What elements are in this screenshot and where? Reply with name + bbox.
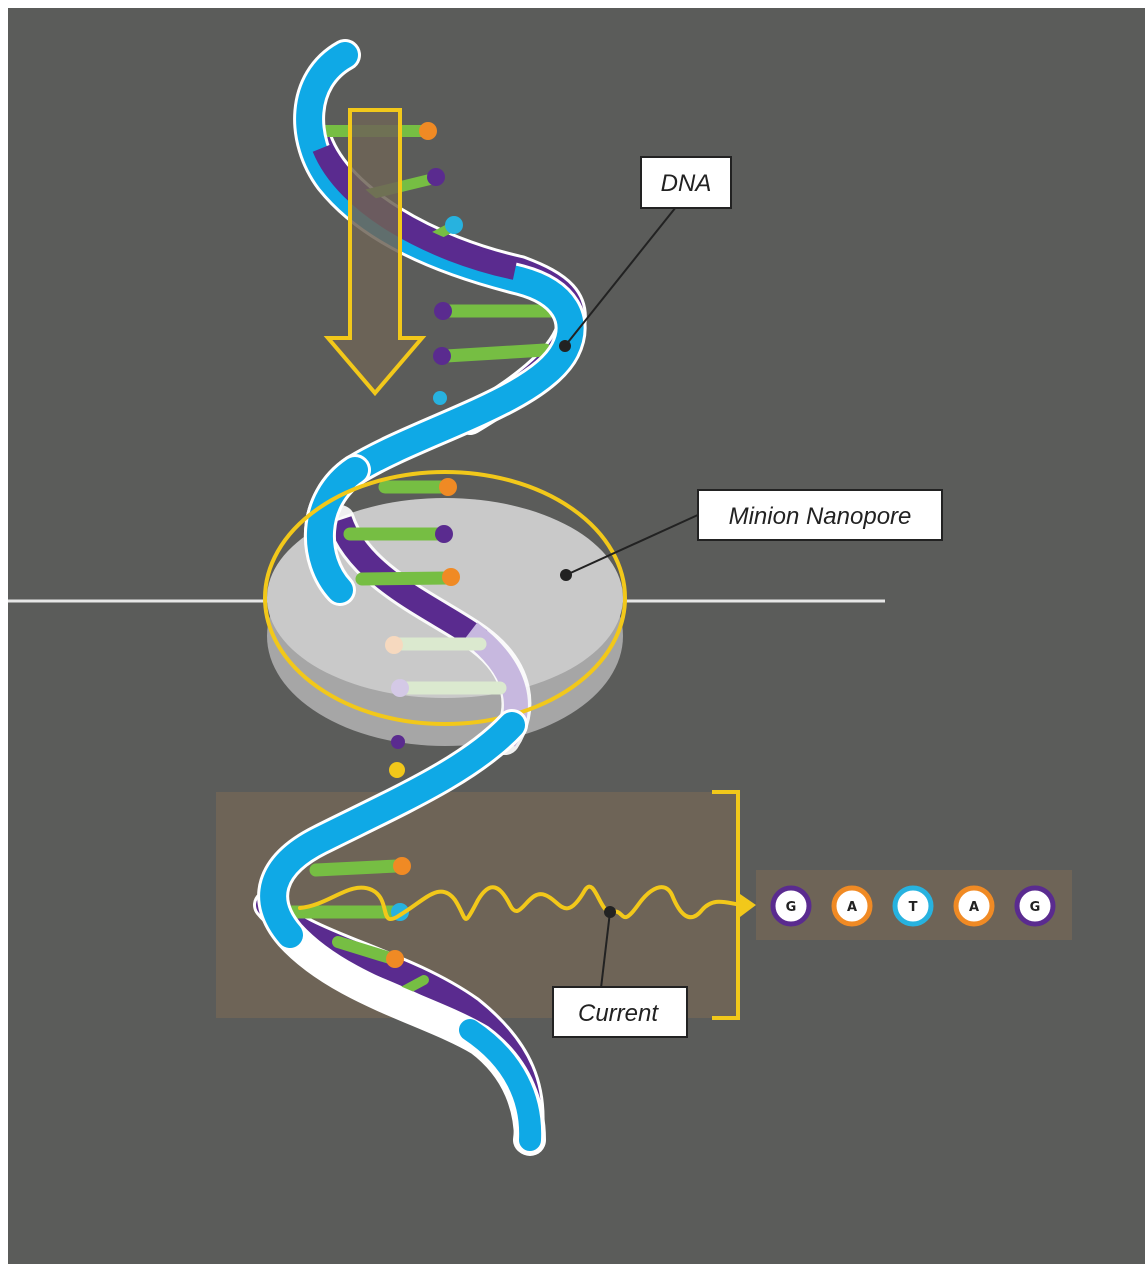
base-dot bbox=[389, 762, 405, 778]
base-circle-g: G bbox=[1017, 888, 1053, 924]
leader-dot bbox=[604, 906, 616, 918]
dna-label: DNA bbox=[661, 170, 712, 197]
base-pair-bar bbox=[316, 866, 397, 870]
base-pair-bar bbox=[362, 578, 448, 579]
base-dot bbox=[445, 216, 463, 234]
base-dot bbox=[433, 391, 447, 405]
base-dot bbox=[433, 347, 451, 365]
base-dot bbox=[419, 122, 437, 140]
base-dot bbox=[391, 735, 405, 749]
nanopore-label: Minion Nanopore bbox=[729, 503, 912, 530]
leader-dot bbox=[560, 569, 572, 581]
leader-dot bbox=[559, 340, 571, 352]
base-circle-g: G bbox=[773, 888, 809, 924]
base-dot bbox=[435, 525, 453, 543]
base-dot bbox=[386, 950, 404, 968]
base-dot bbox=[439, 478, 457, 496]
base-circle-a: A bbox=[956, 888, 992, 924]
base-dot bbox=[427, 168, 445, 186]
base-letter: T bbox=[909, 900, 918, 915]
base-circle-t: T bbox=[895, 888, 931, 924]
base-dot bbox=[434, 302, 452, 320]
current-label: Current bbox=[578, 1000, 659, 1027]
base-letter: A bbox=[969, 900, 979, 915]
base-dot-faded bbox=[391, 679, 409, 697]
base-letter: G bbox=[1030, 900, 1041, 915]
base-dot bbox=[393, 857, 411, 875]
base-dot-faded bbox=[385, 636, 403, 654]
base-circle-a: A bbox=[834, 888, 870, 924]
base-letter: A bbox=[847, 900, 857, 915]
base-letter: G bbox=[786, 900, 797, 915]
base-dot bbox=[442, 568, 460, 586]
reading-window bbox=[216, 792, 740, 1018]
base-pair-bar bbox=[446, 350, 545, 356]
